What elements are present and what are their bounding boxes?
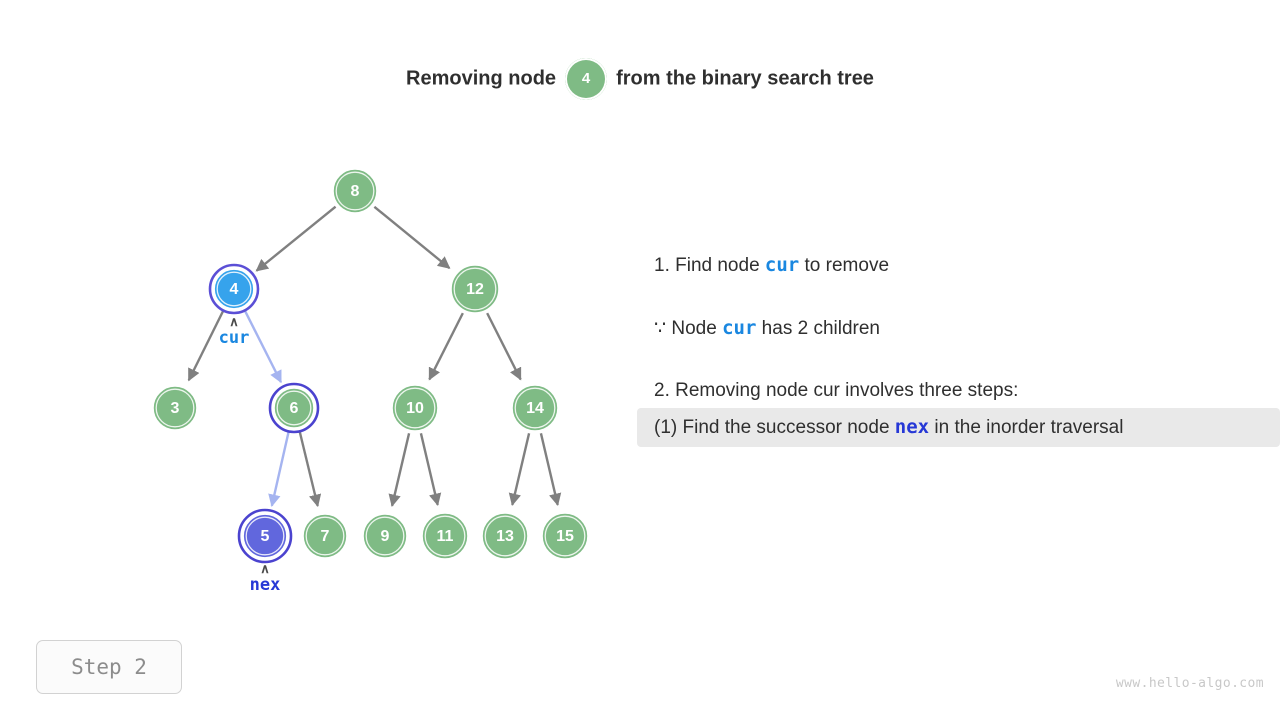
tree-edge: [268, 430, 291, 507]
keyword-cur: cur: [722, 317, 757, 339]
tree-node-10[interactable]: 10: [391, 384, 439, 432]
page-title: Removing node 4 from the binary search tre…: [0, 58, 1280, 100]
node-inner-ring: [276, 390, 312, 426]
explanation-line-4-suffix: in the inorder traversal: [929, 417, 1124, 438]
title-before-text: Removing node: [406, 67, 557, 90]
node-circle: [421, 512, 469, 560]
tree-node-11[interactable]: 11: [421, 512, 469, 560]
node-circle: [332, 168, 378, 214]
tree-edge: [419, 433, 442, 507]
title-after-text: from the binary search tree: [616, 67, 874, 90]
node-value-label: 11: [437, 528, 454, 545]
explanation-line-4-highlighted: (1) Find the successor node nex in the i…: [637, 408, 1280, 447]
node-circle: [450, 264, 500, 314]
keyword-nex: nex: [894, 416, 930, 438]
tree-node-12[interactable]: 12: [450, 264, 500, 314]
node-circle: [242, 513, 288, 559]
node-inner-ring: [544, 515, 586, 557]
pointer-cur-caret-icon: ∧: [229, 314, 239, 329]
explanation-line-1-suffix: to remove: [799, 255, 890, 276]
tree-edge: [243, 308, 283, 384]
tree-node-3[interactable]: 3: [152, 385, 198, 431]
explanation-line-3: 2. Removing node cur involves three step…: [654, 380, 1019, 401]
tree-edges: [187, 205, 562, 508]
node-highlight-ring: [237, 508, 293, 564]
tree-edge: [388, 433, 411, 508]
tree-edge: [508, 433, 531, 507]
node-value-label: 9: [381, 528, 390, 545]
pointer-nex-caret-icon: ∧: [260, 561, 270, 576]
node-inner-ring: [424, 515, 466, 557]
tree-node-9[interactable]: 9: [362, 513, 408, 559]
node-value-label: 6: [290, 400, 299, 417]
node-value-label: 10: [406, 400, 424, 417]
node-circle: [273, 387, 315, 429]
node-inner-ring: [216, 271, 252, 307]
node-value-label: 14: [526, 400, 544, 417]
node-value-label: 13: [496, 528, 514, 545]
node-inner-ring: [514, 387, 556, 429]
step-badge: Step 2: [36, 640, 182, 694]
keyword-cur: cur: [764, 254, 800, 276]
tree-edge: [298, 430, 322, 508]
node-value-label: 7: [321, 528, 330, 545]
node-circle: [481, 512, 529, 560]
node-circle: [511, 384, 559, 432]
explanation-line-2: ∵ Node cur has 2 children: [637, 311, 1280, 346]
node-value-label: 3: [171, 400, 180, 417]
node-circle: [391, 384, 439, 432]
explanation-line-1: 1. Find node cur to remove: [637, 248, 1280, 283]
tree-edge: [255, 205, 337, 272]
explanation-panel: 1. Find node cur to remove ∵ Node cur ha…: [637, 248, 1280, 447]
explanation-spacer: [637, 283, 1280, 311]
footer-watermark: www.hello-algo.com: [1115, 676, 1264, 691]
explanation-line-2-prefix: ∵ Node: [654, 318, 723, 339]
node-circle: [213, 268, 255, 310]
node-inner-ring: [365, 516, 405, 556]
node-inner-ring: [335, 171, 375, 211]
node-value-label: 15: [556, 528, 574, 545]
node-inner-ring: [453, 267, 497, 311]
tree-node-13[interactable]: 13: [481, 512, 529, 560]
node-inner-ring: [484, 515, 526, 557]
pointer-nex-label: nex: [249, 575, 281, 595]
tree-edge: [428, 312, 464, 381]
node-circle: [362, 513, 408, 559]
tree-node-4[interactable]: 4: [208, 263, 260, 315]
title-node-badge: 4: [565, 58, 608, 100]
tree-node-6[interactable]: 6: [268, 382, 320, 434]
explanation-line-2-suffix: has 2 children: [756, 318, 880, 339]
node-value-label: 12: [466, 281, 484, 298]
tree-node-15[interactable]: 15: [541, 512, 589, 560]
tree-edge: [539, 433, 562, 507]
node-inner-ring: [155, 388, 195, 428]
node-circle: [541, 512, 589, 560]
node-value-label: 4: [230, 281, 239, 298]
pointer-nex: ∧ nex: [215, 561, 315, 595]
node-highlight-ring: [208, 263, 260, 315]
tree-node-7[interactable]: 7: [302, 513, 348, 559]
node-value-label: 8: [351, 183, 360, 200]
explanation-line-4-prefix: (1) Find the successor node: [654, 417, 895, 438]
tree-edge: [373, 205, 451, 270]
node-inner-ring: [245, 516, 285, 556]
explanation-spacer: [637, 346, 1280, 374]
node-value-label: 5: [261, 528, 270, 545]
tree-node-8[interactable]: 8: [332, 168, 378, 214]
node-circle: [302, 513, 348, 559]
tree-edge: [187, 309, 225, 382]
pointer-cur-label: cur: [218, 328, 250, 348]
node-circle: [152, 385, 198, 431]
tree-node-14[interactable]: 14: [511, 384, 559, 432]
pointer-cur: ∧ cur: [184, 314, 284, 348]
node-inner-ring: [394, 387, 436, 429]
node-inner-ring: [305, 516, 345, 556]
node-highlight-ring: [268, 382, 320, 434]
tree-nodes: 8 4 12 3 6 10 14 5 7 9 11 13 15: [152, 168, 589, 564]
explanation-line-1-prefix: 1. Find node: [654, 255, 765, 276]
tree-node-5[interactable]: 5: [237, 508, 293, 564]
tree-edge: [486, 312, 522, 381]
